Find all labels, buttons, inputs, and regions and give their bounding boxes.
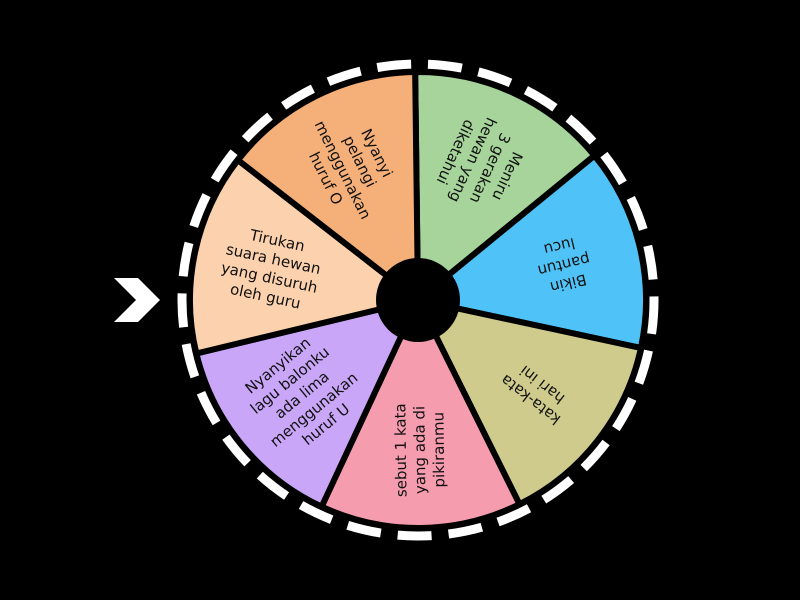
wheel-segment-6[interactable] <box>187 155 425 358</box>
wheel-segment-3[interactable] <box>412 295 645 509</box>
wheel-labels: Meniru3 gerakanhewan yangdiketahuiBikinp… <box>216 115 592 497</box>
wheel-segment-7[interactable] <box>233 68 422 307</box>
wheel-segment-label-4: sebut 1 katayang ada dipikiranmu <box>391 403 448 497</box>
wheel-segment-1[interactable] <box>412 69 599 307</box>
wheel-segment-4[interactable] <box>317 293 524 531</box>
wheel-segment-2[interactable] <box>411 151 649 352</box>
wheel-segment-label-line: yang ada di <box>410 406 429 494</box>
pointer-arrow-icon[interactable] <box>108 270 168 330</box>
wheel-segment-label-line: pikiranmu <box>429 412 448 488</box>
wheel-rim-dashes <box>177 59 659 541</box>
wheel-segments[interactable] <box>187 68 649 531</box>
wheel-segment-label-6: Tirukansuara hewanyang disuruholeh guru <box>216 221 328 315</box>
wheel-segment-label-line: sebut 1 kata <box>391 403 410 497</box>
wheel-segment-5[interactable] <box>192 295 424 511</box>
wheel-hub[interactable] <box>376 258 460 342</box>
